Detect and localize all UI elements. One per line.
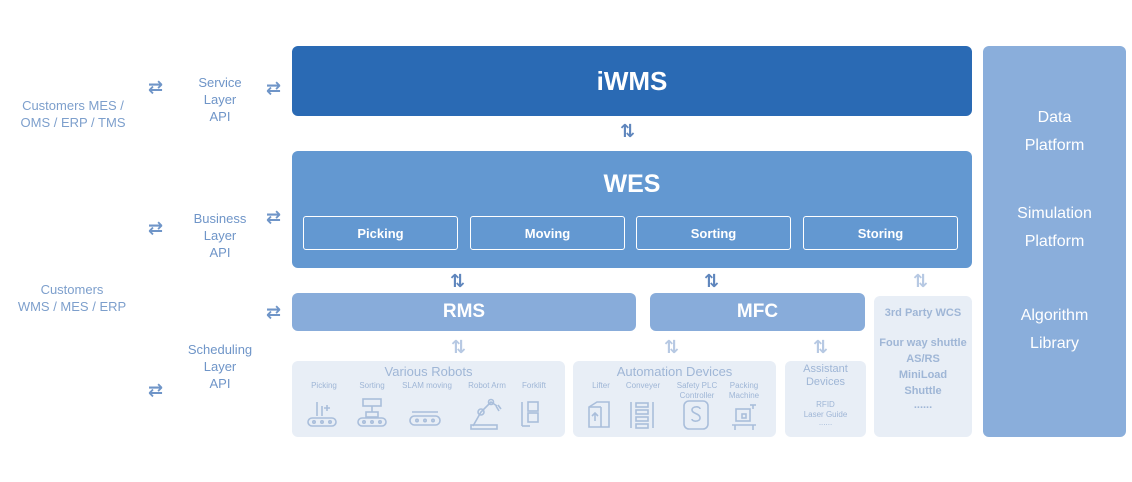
rms-title: RMS bbox=[442, 301, 486, 322]
assistant-devices-title: Assistant Devices bbox=[785, 363, 866, 389]
assistant-item-rfid: RFID bbox=[816, 400, 835, 409]
exchange-arrow-icon: ⇄ bbox=[266, 78, 282, 98]
iwms-title: iWMS bbox=[596, 65, 668, 96]
robot-arm-icon bbox=[470, 398, 502, 430]
layer-label-line: Layer bbox=[203, 92, 237, 107]
assistant-item-more: ...... bbox=[818, 418, 833, 427]
safety-plc-controller-icon bbox=[683, 400, 709, 430]
external-top-line2: OMS / ERP / TMS bbox=[20, 115, 126, 130]
layer-label-line: Scheduling bbox=[187, 342, 253, 357]
automation-label-packing-machine: Packing Machine bbox=[728, 381, 760, 400]
vertical-exchange-arrow-icon: ⇅ bbox=[450, 271, 466, 291]
robot-label-robot-arm: Robot Arm bbox=[468, 381, 506, 390]
wes-block: WES Picking Moving Sorting Storing bbox=[292, 151, 972, 268]
platform-label-line: Library bbox=[1030, 335, 1079, 352]
exchange-arrow-icon: ⇄ bbox=[266, 207, 282, 227]
robot-label-forklift: Forklift bbox=[522, 381, 546, 390]
wes-title: WES bbox=[603, 169, 661, 198]
service-layer-api-label: Service Layer API bbox=[180, 74, 260, 125]
layer-label-line: Service bbox=[198, 75, 242, 90]
wcs-list: Four way shuttle AS/RS MiniLoad Shuttle … bbox=[874, 335, 972, 411]
vertical-exchange-arrow-icon: ⇅ bbox=[704, 271, 720, 291]
vertical-exchange-arrow-icon: ⇅ bbox=[451, 337, 467, 357]
assistant-title-line: Assistant bbox=[803, 363, 848, 375]
platform-label-line: Data bbox=[1037, 109, 1072, 126]
wcs-item-shuttle: Shuttle bbox=[904, 385, 942, 397]
platform-label-line: Simulation bbox=[1017, 205, 1092, 222]
various-robots-panel: Various Robots Picking Sorting SLAM movi… bbox=[292, 361, 565, 437]
wcs-title: 3rd Party WCS bbox=[884, 307, 962, 319]
vertical-exchange-arrow-icon: ⇅ bbox=[620, 121, 636, 141]
wcs-item-more: ...... bbox=[913, 399, 933, 411]
external-bottom-line1: Customers bbox=[40, 282, 104, 297]
platform-label-line: Platform bbox=[1024, 233, 1085, 250]
platform-panel: Data Platform Simulation Platform Algori… bbox=[983, 46, 1126, 437]
exchange-arrow-icon: ⇄ bbox=[148, 77, 164, 97]
exchange-arrow-icon: ⇄ bbox=[266, 302, 282, 322]
layer-label-line: API bbox=[209, 245, 231, 260]
iwms-block: iWMS bbox=[292, 46, 972, 116]
exchange-arrow-icon: ⇄ bbox=[148, 218, 164, 238]
wes-module-sorting: Sorting bbox=[636, 216, 791, 250]
layer-label-line: Layer bbox=[203, 228, 237, 243]
assistant-item-laser-guide: Laser Guide bbox=[803, 410, 848, 419]
packing-machine-icon bbox=[732, 404, 756, 430]
algorithm-library-label: Algorithm Library bbox=[983, 302, 1126, 358]
wes-module-storing: Storing bbox=[803, 216, 958, 250]
picking-robot-icon bbox=[307, 402, 337, 427]
various-robots-title: Various Robots bbox=[384, 363, 473, 379]
automation-label-safety-plc-controller: Safety PLC Controller bbox=[676, 381, 718, 400]
forklift-icon bbox=[521, 401, 539, 427]
platform-label-line: Platform bbox=[1024, 137, 1085, 154]
assistant-devices-panel: Assistant Devices RFID Laser Guide .....… bbox=[785, 361, 866, 437]
exchange-arrow-icon: ⇄ bbox=[148, 380, 164, 400]
external-top-line1: Customers MES / bbox=[22, 98, 124, 113]
wcs-item-four-way-shuttle: Four way shuttle bbox=[879, 337, 967, 349]
scheduling-layer-api-label: Scheduling Layer API bbox=[174, 341, 266, 392]
layer-label-line: Layer bbox=[203, 359, 237, 374]
robot-label-sorting: Sorting bbox=[359, 381, 385, 390]
slam-moving-robot-icon bbox=[409, 411, 441, 426]
business-layer-api-label: Business Layer API bbox=[180, 210, 260, 261]
vertical-exchange-arrow-icon: ⇅ bbox=[813, 337, 829, 357]
layer-label-line: API bbox=[209, 376, 231, 391]
wes-module-moving: Moving bbox=[470, 216, 625, 250]
layer-label-line: Business bbox=[193, 211, 247, 226]
lifter-icon bbox=[588, 401, 610, 428]
sorting-robot-icon bbox=[357, 398, 387, 427]
vertical-exchange-arrow-icon: ⇅ bbox=[913, 271, 929, 291]
robot-label-picking: Picking bbox=[311, 381, 337, 390]
automation-devices-title: Automation Devices bbox=[616, 363, 733, 379]
data-platform-label: Data Platform bbox=[983, 104, 1126, 160]
mfc-title: MFC bbox=[736, 301, 779, 322]
external-bottom-line2: WMS / MES / ERP bbox=[17, 299, 127, 314]
robot-label-slam-moving: SLAM moving bbox=[402, 381, 452, 390]
conveyer-icon bbox=[630, 402, 654, 429]
mfc-block: MFC bbox=[650, 293, 865, 331]
layer-label-line: API bbox=[209, 109, 231, 124]
rms-block: RMS bbox=[292, 293, 636, 331]
wes-module-picking: Picking bbox=[303, 216, 458, 250]
automation-label-conveyer: Conveyer bbox=[625, 381, 661, 390]
wcs-item-miniload: MiniLoad bbox=[898, 369, 948, 381]
vertical-exchange-arrow-icon: ⇅ bbox=[664, 337, 680, 357]
automation-devices-panel: Automation Devices Lifter Conveyer Safet… bbox=[573, 361, 776, 437]
platform-label-line: Algorithm bbox=[1020, 307, 1089, 324]
automation-label-lifter: Lifter bbox=[592, 381, 610, 390]
simulation-platform-label: Simulation Platform bbox=[983, 200, 1126, 256]
external-systems-top: Customers MES / OMS / ERP / TMS bbox=[8, 97, 138, 131]
external-systems-bottom: Customers WMS / MES / ERP bbox=[4, 281, 140, 315]
assistant-title-line: Devices bbox=[805, 376, 846, 388]
wcs-item-asrs: AS/RS bbox=[906, 353, 940, 365]
third-party-wcs-panel: 3rd Party WCS Four way shuttle AS/RS Min… bbox=[874, 296, 972, 437]
